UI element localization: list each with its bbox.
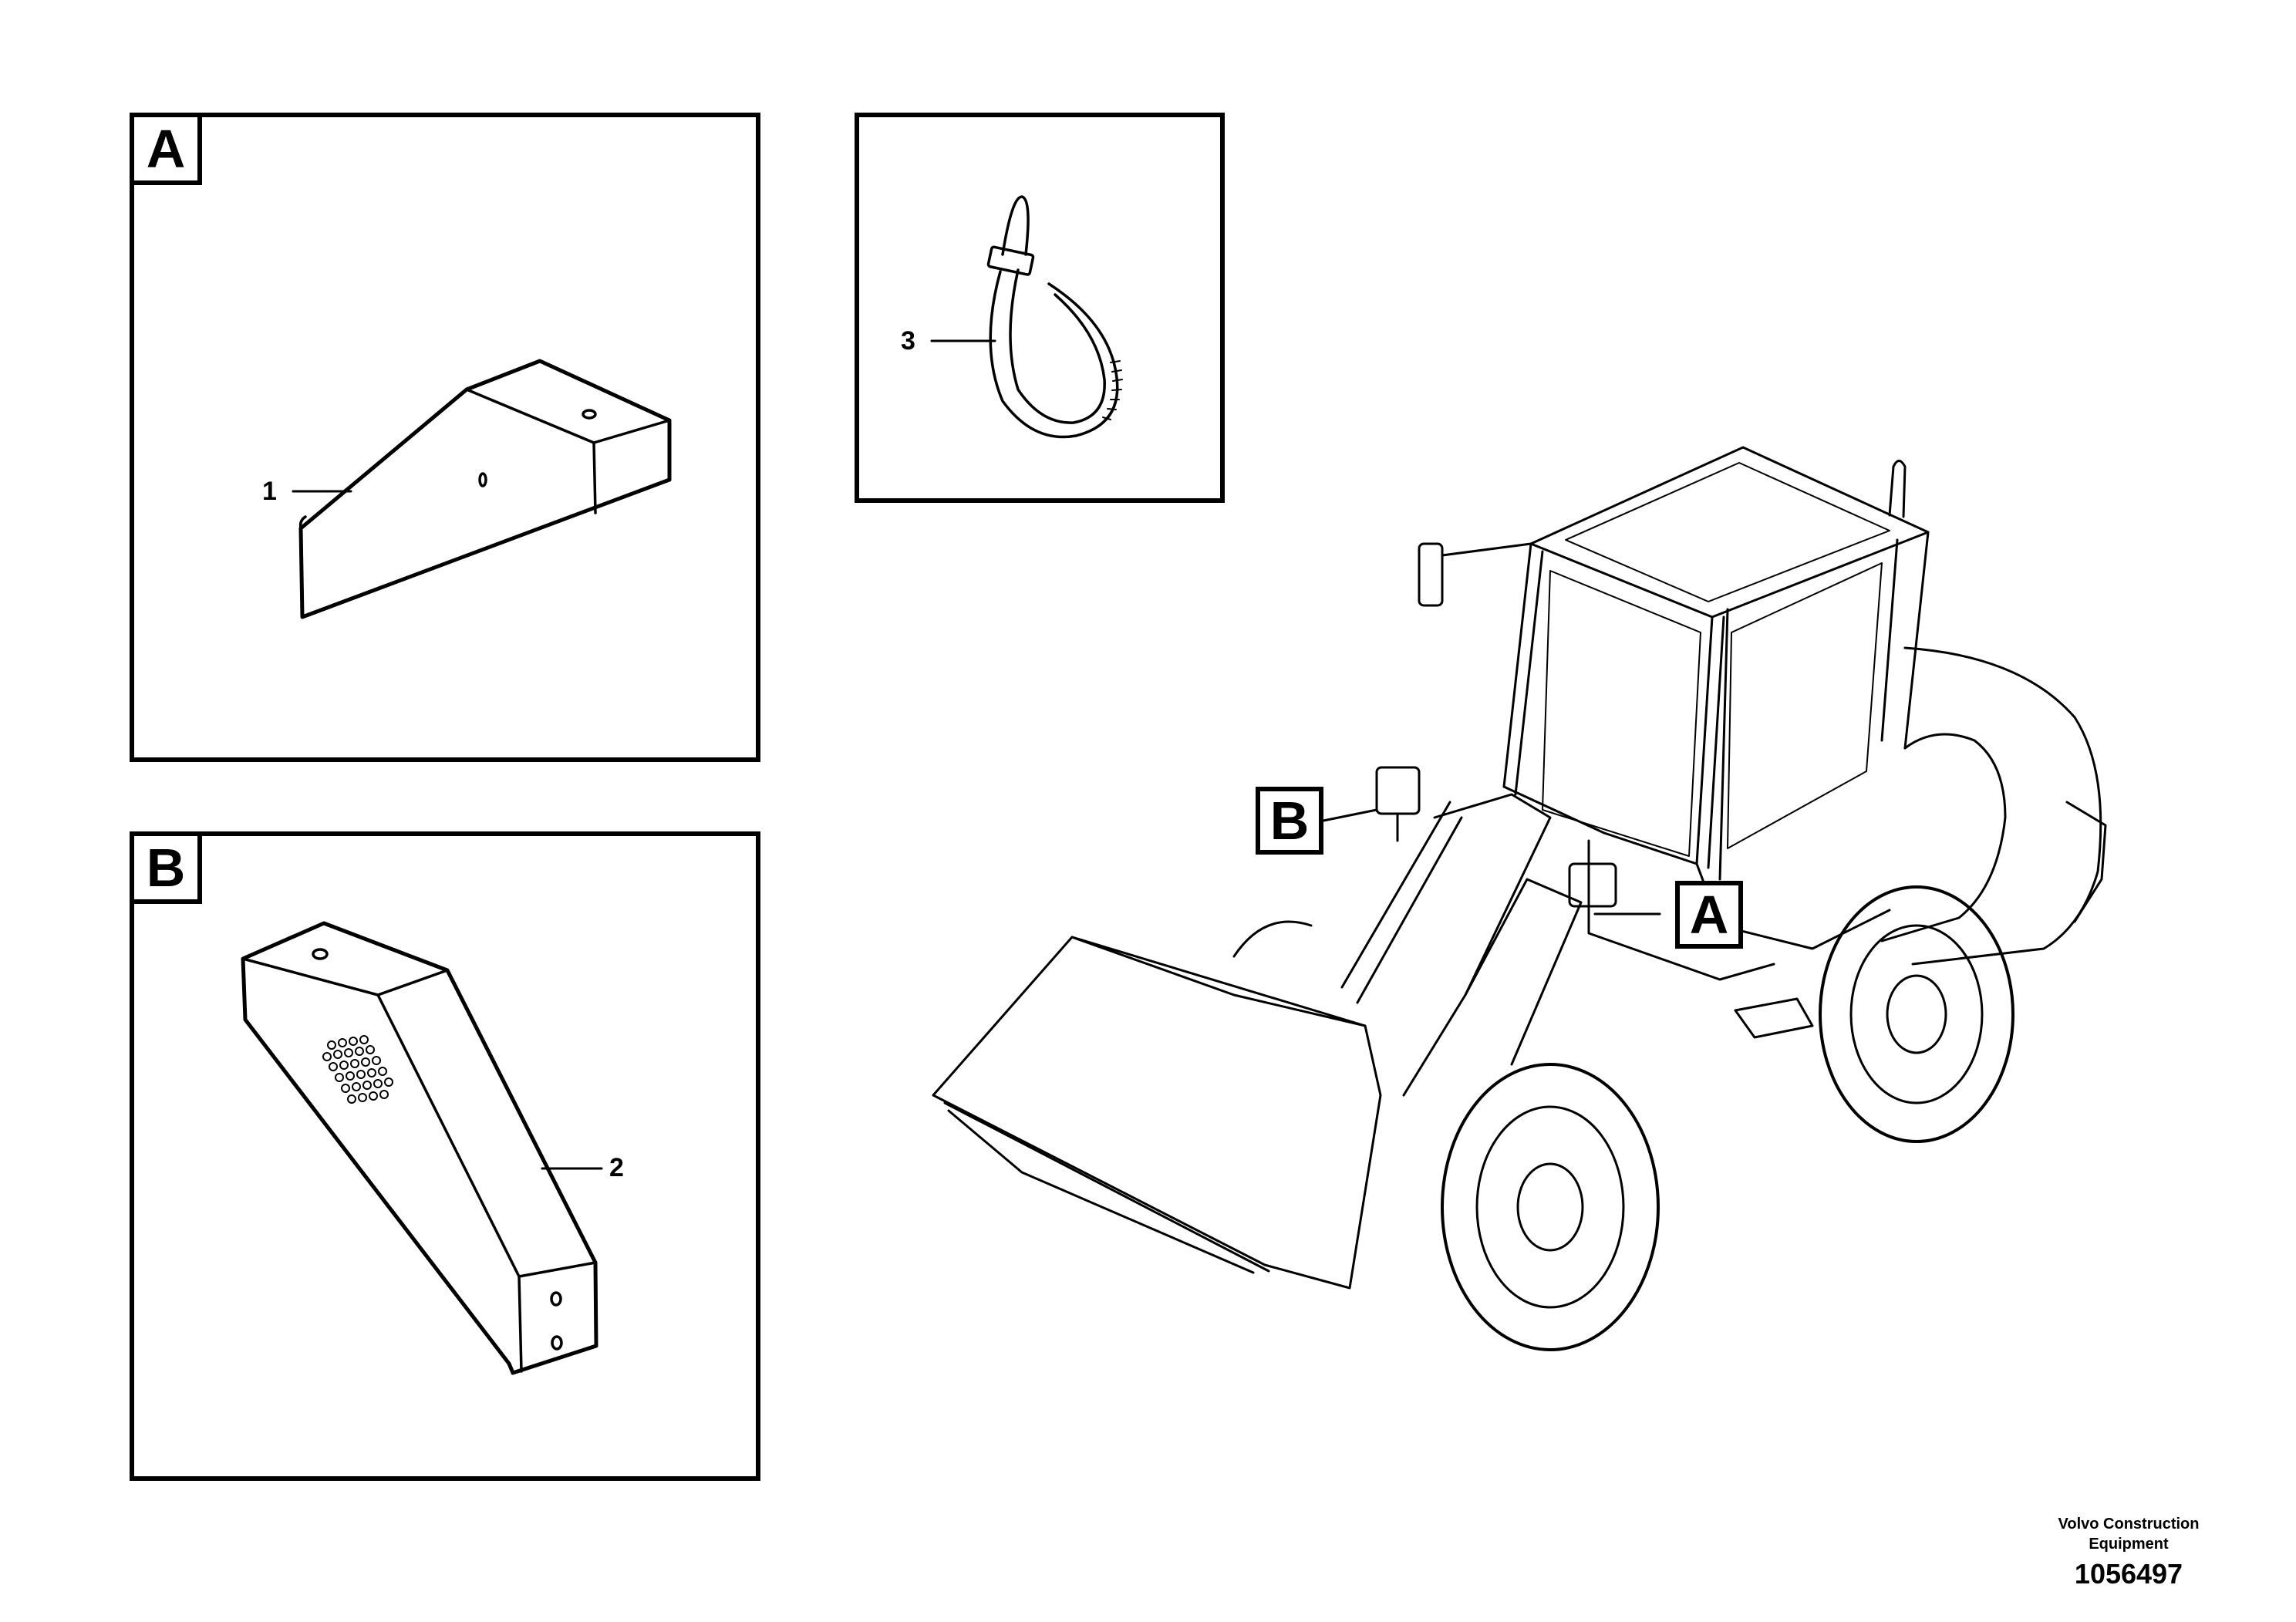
reference-number: 1056497 [2074,1558,2183,1590]
callout-b: B [1256,787,1323,855]
vent-holes-drawing [322,1035,393,1104]
detail-view-b: B [130,831,760,1481]
cable-tie-part-3-drawing [986,195,1123,439]
detail-view-a: A [130,113,760,762]
part-label-2: 2 [609,1153,624,1182]
manufacturer-name-line2: Equipment [2089,1536,2169,1553]
manufacturer-name: Volvo Construction [2058,1516,2200,1533]
part-label-3: 3 [901,326,915,356]
cover-part-2-drawing [241,921,598,1375]
detail-view-a-tag: A [134,117,202,185]
wheel-loader-drawing [932,446,2107,1351]
callout-a: A [1675,881,1743,949]
detail-view-b-tag: B [134,836,202,904]
callout-b-leader [1322,808,1378,822]
part-label-1: 1 [262,477,277,506]
cover-part-1-drawing [298,359,672,619]
footer: Volvo Construction Equipment 1056497 [2021,1514,2237,1591]
detail-view-cable-tie [855,113,1225,503]
